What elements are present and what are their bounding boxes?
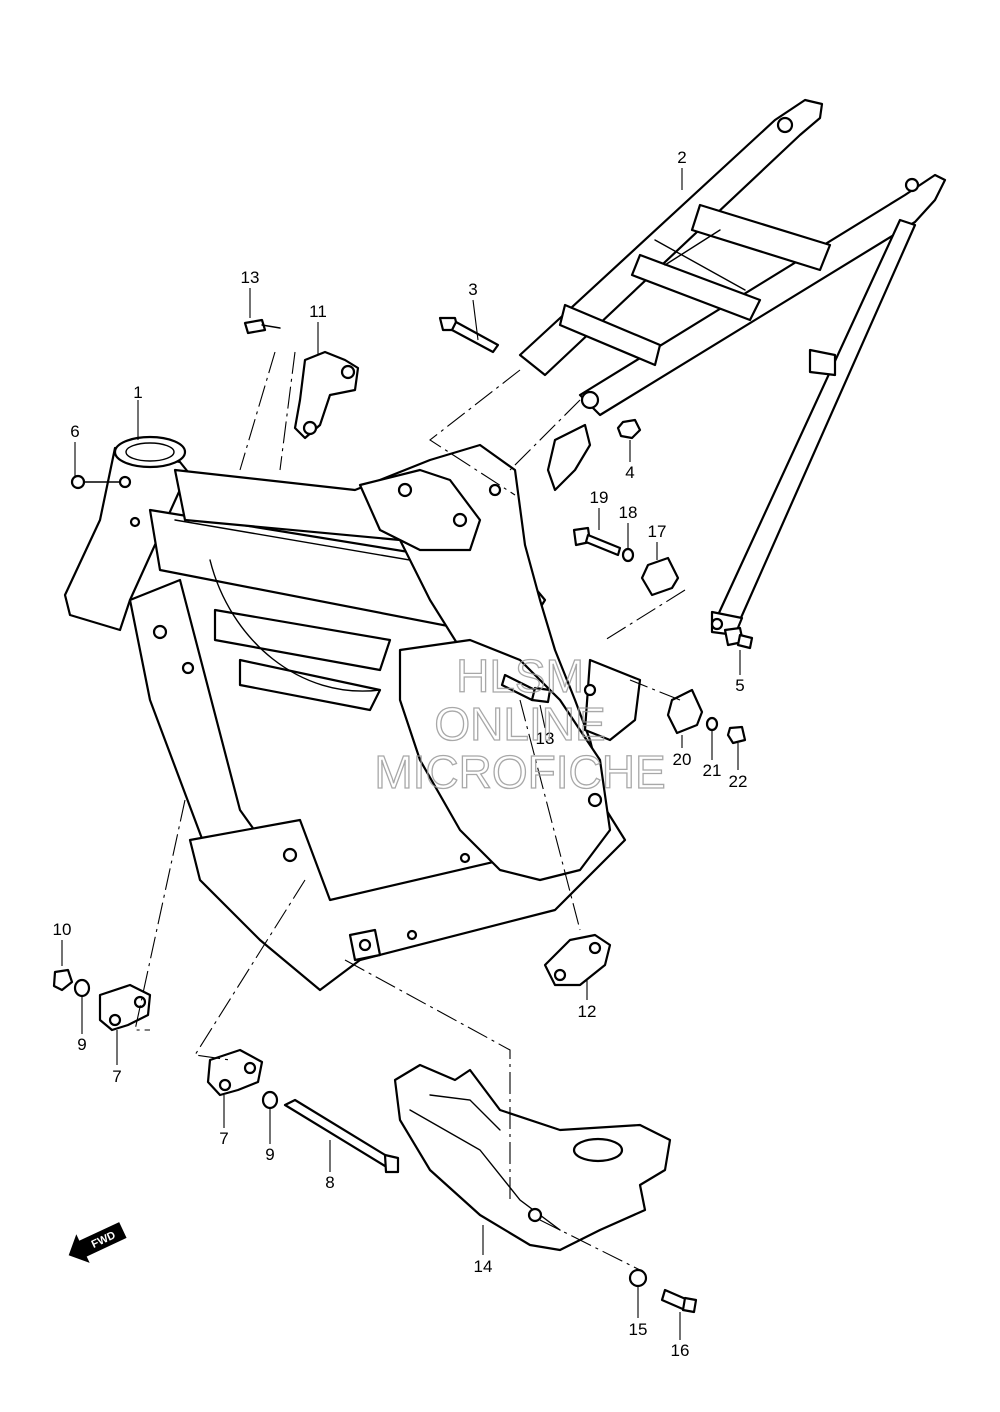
bolt-16 bbox=[660, 1288, 698, 1314]
callout-labels: 1 2 3 4 5 6 7 7 8 9 9 10 11 12 13 13 14 … bbox=[53, 148, 748, 1360]
bolt-19 bbox=[572, 526, 622, 557]
callout-11: 11 bbox=[309, 302, 327, 321]
washer-21 bbox=[705, 716, 719, 732]
engine-bracket-11 bbox=[293, 350, 360, 440]
bolt-8 bbox=[283, 1098, 400, 1174]
bracket-7-upper bbox=[98, 983, 152, 1032]
callout-4: 4 bbox=[625, 463, 634, 482]
bushing-17 bbox=[640, 556, 680, 597]
callout-22: 22 bbox=[729, 772, 748, 791]
bracket-7-lower bbox=[206, 1048, 264, 1097]
washer-9b bbox=[261, 1090, 279, 1110]
bolt-3 bbox=[438, 316, 500, 354]
callout-14: 14 bbox=[474, 1257, 493, 1276]
bracket-12 bbox=[543, 933, 612, 987]
rear-subframe bbox=[518, 98, 947, 637]
callout-13-mid: 13 bbox=[536, 729, 555, 748]
callout-1: 1 bbox=[133, 383, 142, 402]
callout-7-lower: 7 bbox=[219, 1129, 228, 1148]
callout-leaders bbox=[61, 168, 741, 1340]
callout-15: 15 bbox=[629, 1320, 648, 1339]
callout-3: 3 bbox=[468, 280, 477, 299]
main-frame bbox=[63, 435, 642, 992]
callout-19: 19 bbox=[590, 488, 609, 507]
washer-18 bbox=[621, 547, 635, 563]
washer-9a bbox=[73, 978, 91, 998]
callout-21: 21 bbox=[703, 761, 722, 780]
watermark-line2: ONLINE bbox=[434, 698, 605, 750]
callout-8: 8 bbox=[325, 1173, 334, 1192]
washer-15 bbox=[628, 1268, 648, 1288]
callout-9-lower: 9 bbox=[265, 1145, 274, 1164]
callout-7-upper: 7 bbox=[112, 1067, 121, 1086]
callout-10: 10 bbox=[53, 920, 72, 939]
bolt-13-mid bbox=[500, 673, 552, 704]
watermark: HLSM ONLINE MICROFICHE bbox=[374, 649, 667, 798]
callout-12: 12 bbox=[578, 1002, 597, 1021]
nut-10 bbox=[52, 968, 74, 992]
callout-5: 5 bbox=[735, 676, 744, 695]
bolt-5 bbox=[723, 626, 754, 650]
nut-22 bbox=[726, 725, 747, 745]
assembly-lines bbox=[134, 351, 686, 1271]
bolt-13-top bbox=[243, 318, 281, 335]
nut-4 bbox=[616, 418, 642, 440]
callout-18: 18 bbox=[619, 503, 638, 522]
callout-2: 2 bbox=[677, 148, 686, 167]
skid-plate bbox=[393, 1063, 672, 1252]
callout-20: 20 bbox=[673, 750, 692, 769]
callout-6: 6 bbox=[70, 422, 79, 441]
watermark-line3: MICROFICHE bbox=[374, 746, 665, 798]
bushing-20 bbox=[666, 688, 704, 735]
plug-6 bbox=[70, 474, 121, 490]
fwd-arrow-icon: FWD bbox=[68, 1222, 127, 1263]
watermark-line1: HLSM bbox=[456, 650, 584, 702]
callout-17: 17 bbox=[648, 522, 667, 541]
callout-16: 16 bbox=[671, 1341, 690, 1360]
callout-13-upper: 13 bbox=[241, 268, 260, 287]
callout-9-upper: 9 bbox=[77, 1035, 86, 1054]
